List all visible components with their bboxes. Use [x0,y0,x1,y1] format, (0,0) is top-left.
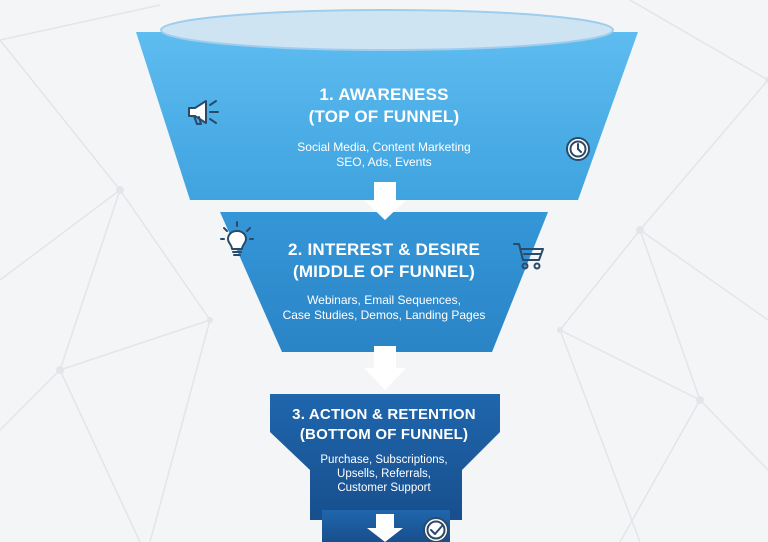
stage-1-title-line-1: 1. AWARENESS [319,85,449,104]
stage-2-items-line-1: Webinars, Email Sequences, [307,293,461,307]
stage-2-items: Webinars, Email Sequences, Case Studies,… [234,293,534,323]
stage-1-title: 1. AWARENESS (TOP OF FUNNEL) [234,84,534,128]
stage-2-interest-desire: 2. INTEREST & DESIRE (MIDDLE OF FUNNEL) … [234,239,534,323]
funnel-stage-1-shape [136,32,638,200]
funnel-stage-2-shape [220,212,548,352]
stage-2-title: 2. INTEREST & DESIRE (MIDDLE OF FUNNEL) [234,239,534,283]
down-arrow-3 [367,514,403,542]
stage-3-items-line-1: Purchase, Subscriptions, [320,454,448,466]
stage-1-awareness: 1. AWARENESS (TOP OF FUNNEL) Social Medi… [234,84,534,170]
stage-2-title-line-2: (MIDDLE OF FUNNEL) [292,262,476,281]
funnel-stage-3-shape [270,394,500,520]
down-arrow-1 [364,182,406,220]
stage-1-title-line-2: (TOP OF FUNNEL) [308,107,460,126]
stage-1-items-line-2: SEO, Ads, Events [336,155,432,169]
clock-icon [566,137,590,161]
stage-3-items: Purchase, Subscriptions, Upsells, Referr… [264,453,504,495]
stage-1-items-line-1: Social Media, Content Marketing [297,140,471,154]
shopping-cart-icon [513,243,544,270]
stage-1-items: Social Media, Content Marketing SEO, Ads… [234,140,534,170]
funnel-rim [160,9,614,51]
stage-3-items-line-2: Upsells, Referrals, [337,468,431,480]
stage-2-items-line-2: Case Studies, Demos, Landing Pages [282,308,486,322]
stage-3-title: 3. ACTION & RETENTION (BOTTOM OF FUNNEL) [264,405,504,445]
stage-3-title-line-2: (BOTTOM OF FUNNEL) [299,426,469,443]
stage-3-action-retention: 3. ACTION & RETENTION (BOTTOM OF FUNNEL)… [264,405,504,495]
lightbulb-icon [220,221,254,256]
stage-3-items-line-3: Customer Support [337,482,431,494]
megaphone-icon [188,100,219,125]
stage-2-title-line-1: 2. INTEREST & DESIRE [288,240,480,259]
checkmark-badge-icon [423,517,449,542]
down-arrow-2 [364,346,406,390]
stage-3-title-line-1: 3. ACTION & RETENTION [292,406,476,423]
